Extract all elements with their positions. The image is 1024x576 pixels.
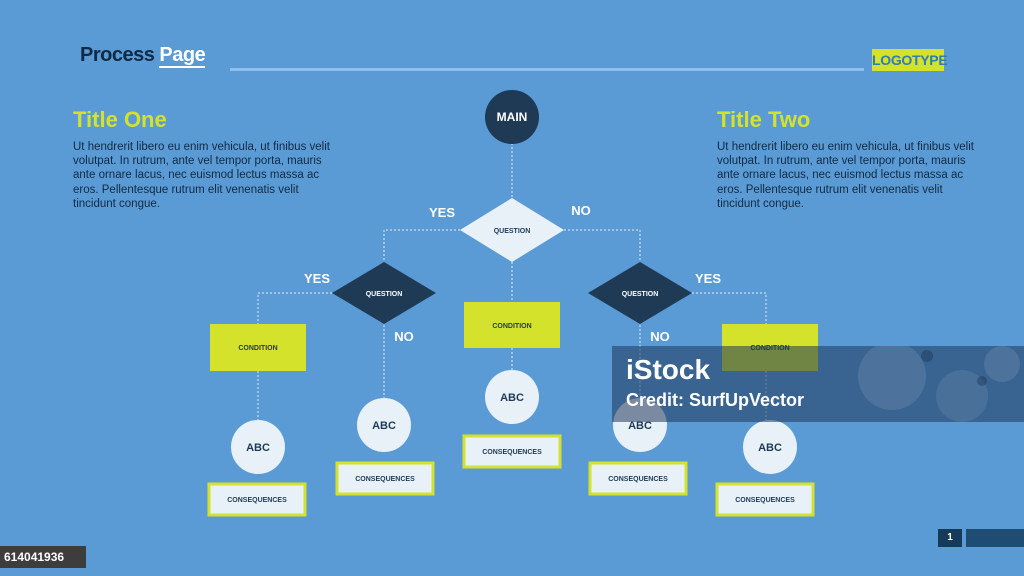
question-left-label: QUESTION — [366, 291, 403, 298]
consequences-box-2 — [335, 461, 435, 496]
question-right-label: QUESTION — [622, 291, 659, 298]
consequences-box-3 — [462, 434, 562, 469]
right-title: Title Two — [717, 107, 811, 132]
header-divider — [230, 68, 864, 71]
page-number-bar — [966, 529, 1024, 547]
condition-left-label: CONDITION — [238, 345, 277, 352]
consequences-box-4 — [588, 461, 688, 496]
main-label: MAIN — [497, 110, 528, 124]
no-label-left: NO — [394, 329, 414, 344]
left-title: Title One — [73, 107, 167, 132]
logotype: LOGOTYPE — [872, 49, 948, 71]
right-body: Ut hendrerit libero eu enim vehicula, ut… — [717, 141, 974, 210]
question-diamond-right — [588, 262, 692, 324]
no-label-top: NO — [571, 203, 591, 218]
consequences-label-4: CONSEQUENCES — [608, 476, 668, 483]
condition-box-center — [464, 302, 560, 348]
question-top-label: QUESTION — [494, 228, 531, 235]
abc-node-2 — [357, 398, 411, 452]
consequences-label-5: CONSEQUENCES — [735, 497, 795, 504]
consequences-label-3: CONSEQUENCES — [482, 449, 542, 456]
consequences-label-1: CONSEQUENCES — [227, 497, 287, 504]
abc-node-5 — [743, 420, 797, 474]
abc-label-4: ABC — [628, 420, 652, 432]
condition-box-left — [210, 324, 306, 371]
main-node — [485, 90, 539, 144]
abc-label-2: ABC — [372, 420, 396, 432]
stock-id-label: 614041936 — [0, 546, 86, 568]
left-body: Ut hendrerit libero eu enim vehicula, ut… — [73, 141, 330, 210]
no-label-right: NO — [650, 329, 670, 344]
consequences-label-2: CONSEQUENCES — [355, 476, 415, 483]
watermark-credit: Credit: SurfUpVector — [626, 390, 805, 410]
yes-label-right: YES — [695, 271, 721, 286]
page-title-part2: Page — [159, 44, 206, 68]
page-number: 1 — [938, 529, 962, 547]
condition-center-label: CONDITION — [492, 323, 531, 330]
abc-node-1 — [231, 420, 285, 474]
abc-label-1: ABC — [246, 442, 270, 454]
page-title: Process Page — [80, 44, 206, 68]
page-title-part1: Process — [80, 44, 160, 66]
abc-label-3: ABC — [500, 392, 524, 404]
yes-label-top: YES — [429, 205, 455, 220]
abc-label-5: ABC — [758, 442, 782, 454]
watermark-brand: iStock — [626, 354, 711, 385]
question-diamond-top — [460, 198, 564, 262]
question-diamond-left — [332, 262, 436, 324]
abc-node-3 — [485, 370, 539, 424]
watermark-pattern — [858, 346, 1020, 422]
consequences-box-5 — [715, 482, 815, 517]
yes-label-left: YES — [304, 271, 330, 286]
consequences-box-1 — [207, 482, 307, 517]
stock-watermark: iStock Credit: SurfUpVector — [612, 346, 1024, 422]
